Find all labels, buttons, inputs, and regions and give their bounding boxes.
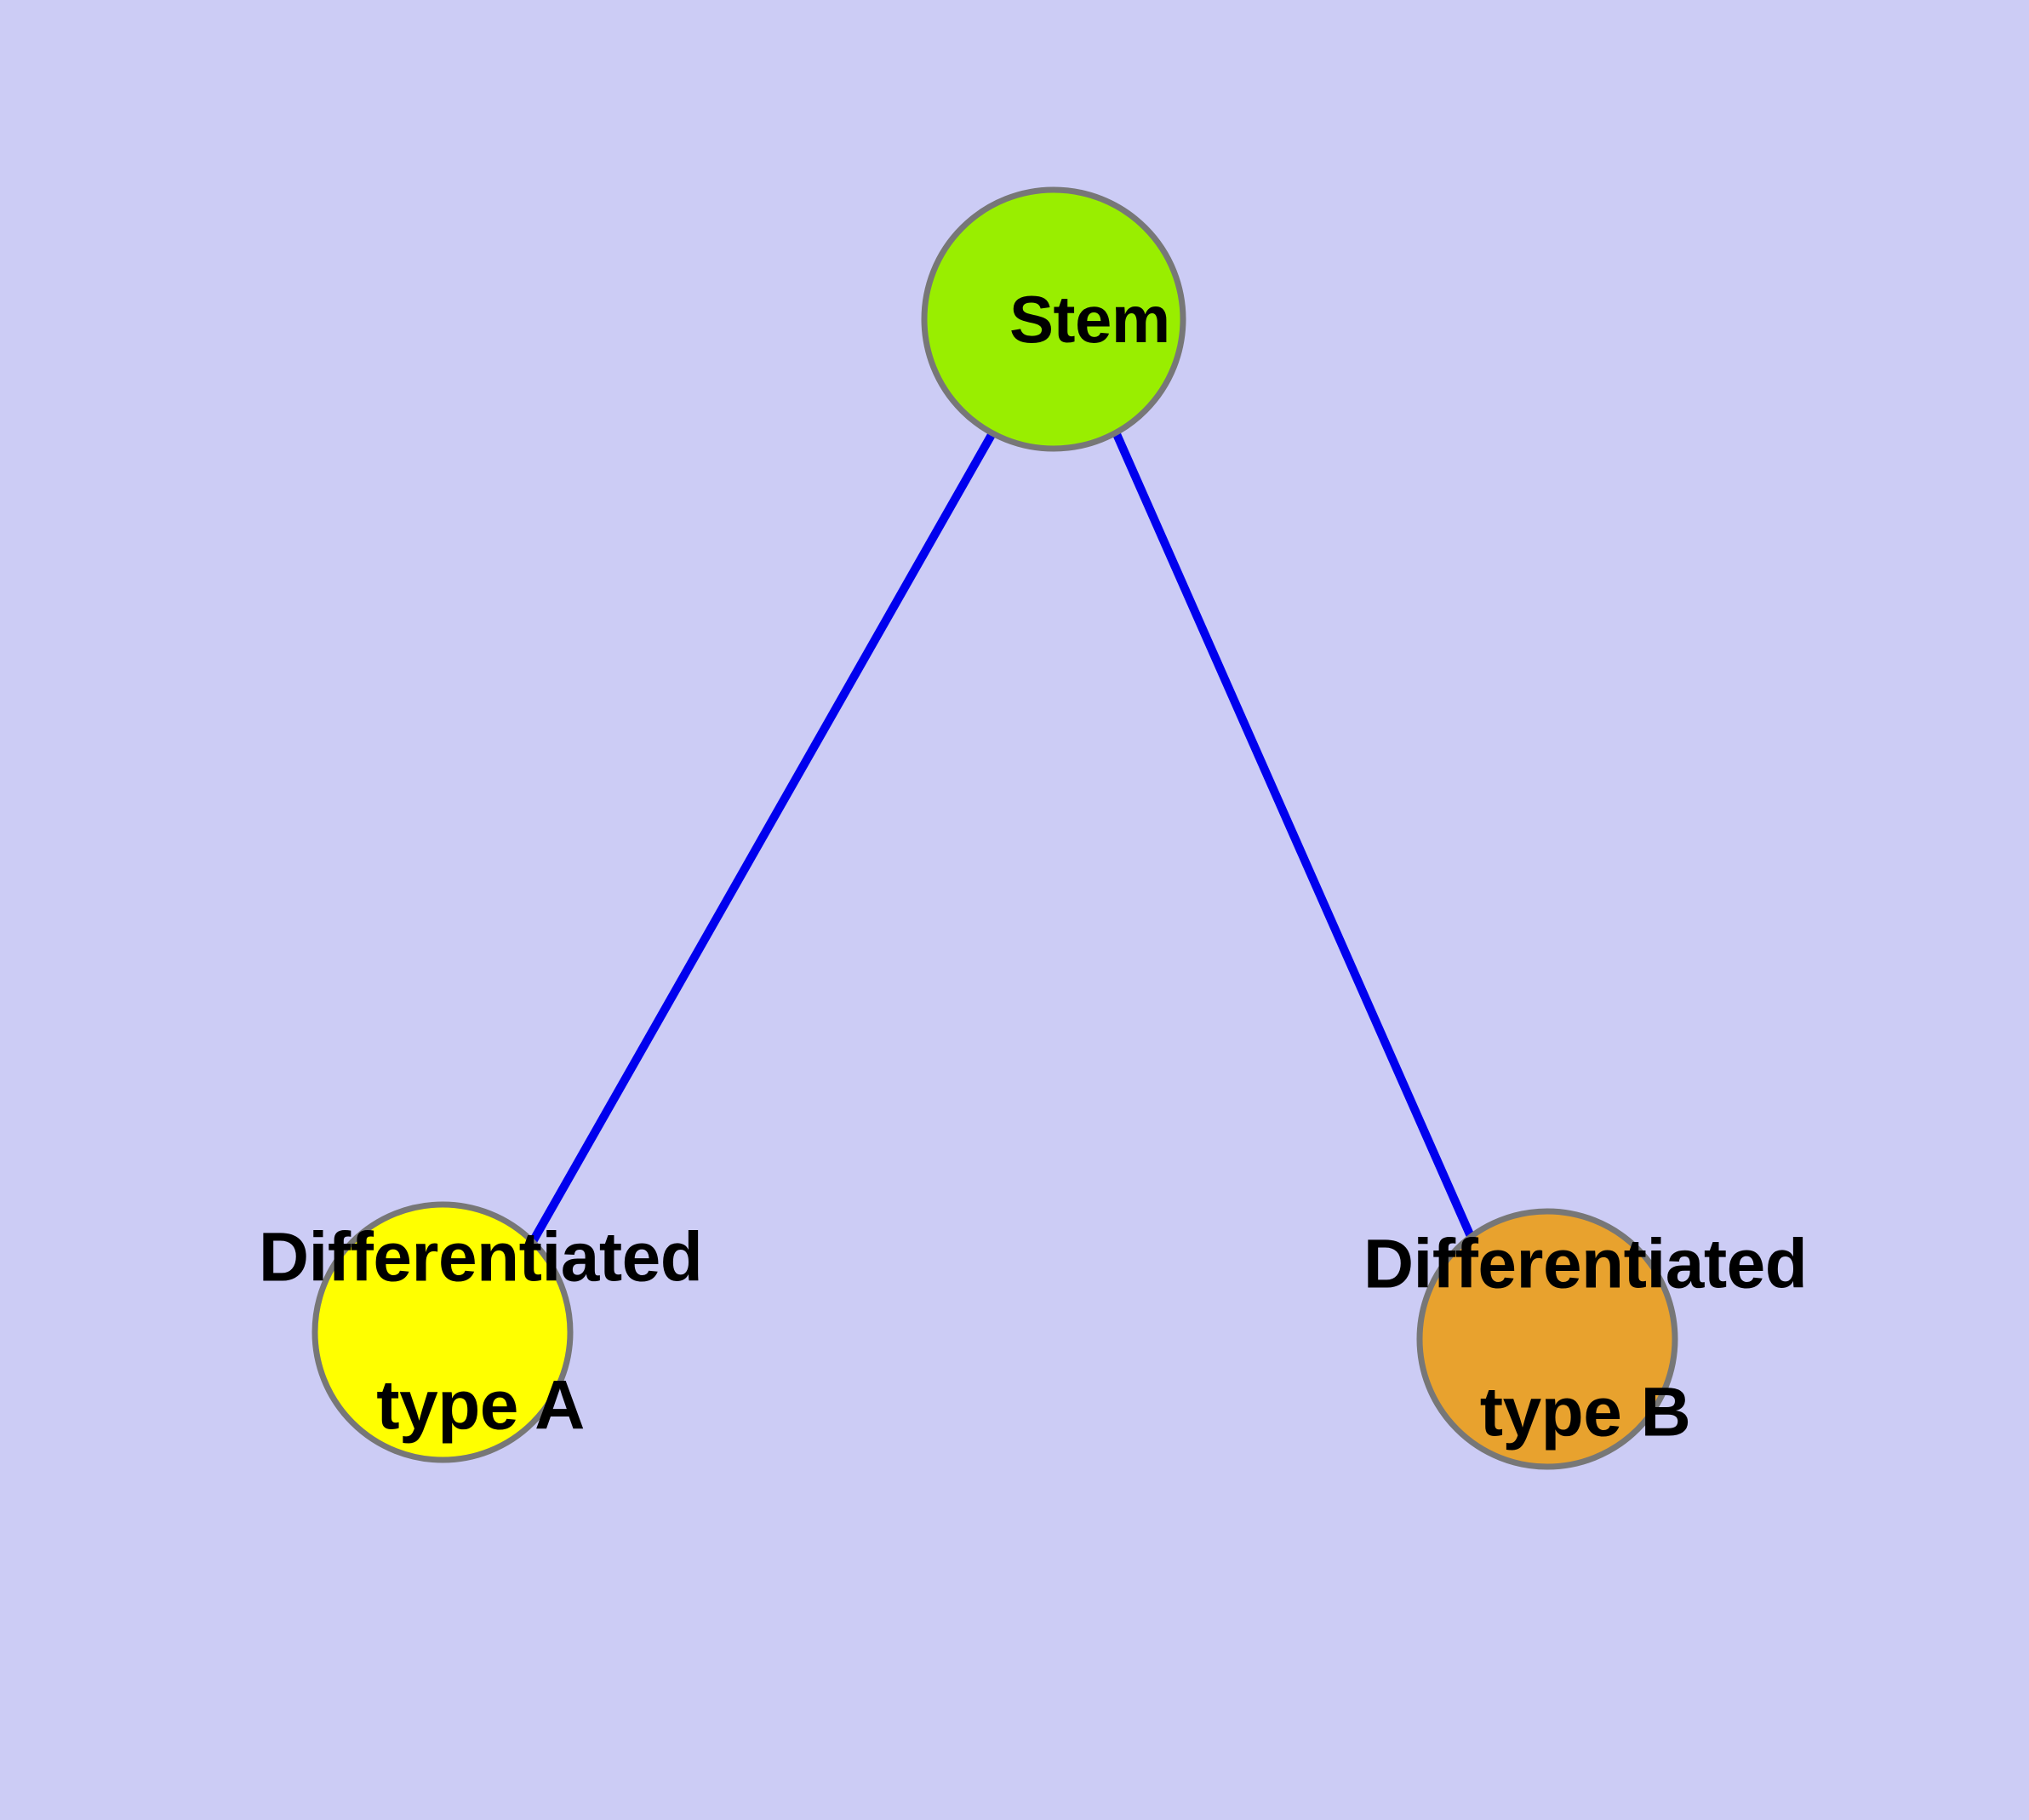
edge-stem-to-differentiated-type-b[interactable] (1112, 432, 1477, 1243)
node-stem[interactable] (921, 186, 1186, 452)
node-differentiated-type-b[interactable] (1416, 1208, 1678, 1470)
node-differentiated-type-a[interactable] (311, 1201, 574, 1463)
edge-stem-to-differentiated-type-a[interactable] (527, 431, 997, 1247)
